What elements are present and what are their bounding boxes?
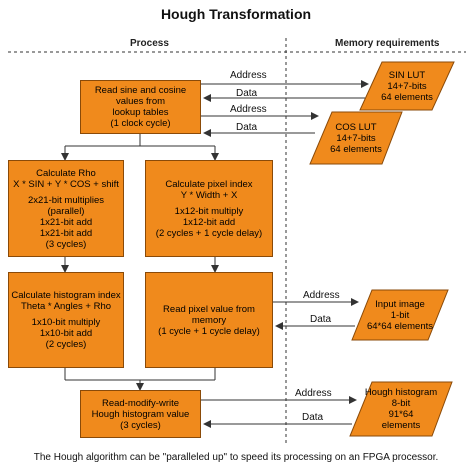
text-line: 14+7-bits bbox=[336, 132, 376, 144]
text-line: (1 cycle + 1 cycle delay) bbox=[158, 325, 260, 337]
text-line: Calculate histogram index bbox=[11, 290, 121, 301]
text-line: memory bbox=[191, 314, 227, 326]
text-line: Hough histogram bbox=[364, 387, 438, 398]
text-line: Theta * Angles + Rho bbox=[20, 301, 112, 312]
text-line: 64 elements bbox=[330, 143, 382, 155]
image-address-label: Address bbox=[303, 290, 340, 301]
text-line: 1x12-bit multiply bbox=[174, 205, 244, 217]
figure-caption: The Hough algorithm can be "paralleled u… bbox=[33, 452, 439, 463]
text-line: Input image bbox=[375, 298, 425, 310]
cos-lut-shape bbox=[309, 111, 403, 165]
histogram-data-label: Data bbox=[302, 412, 324, 423]
text-line: lookup tables bbox=[112, 107, 169, 118]
text-line: Y * Width + X bbox=[180, 189, 238, 201]
text-line: COS LUT bbox=[335, 121, 377, 133]
sin-data-label: Data bbox=[236, 88, 258, 99]
cos-data-label: Data bbox=[236, 122, 258, 133]
text-line: (2 cycles + 1 cycle delay) bbox=[155, 227, 263, 239]
text-line: 1-bit bbox=[390, 309, 410, 321]
text-line: Read sine and cosine bbox=[94, 85, 187, 96]
text-line: 1x21-bit add bbox=[39, 216, 93, 228]
text-line: (1 clock cycle) bbox=[110, 118, 171, 129]
text-line: Hough histogram value bbox=[91, 408, 190, 420]
sin-address-label: Address bbox=[230, 70, 267, 81]
text-line: 1x12-bit add bbox=[182, 216, 236, 228]
hough-histogram-shape bbox=[349, 381, 453, 437]
diagram-title: Hough Transformation bbox=[160, 6, 312, 22]
text-line: X * SIN + Y * COS + shift bbox=[13, 178, 119, 190]
text-line: 8-bit bbox=[391, 398, 411, 409]
text-line: 1x21-bit add bbox=[39, 227, 93, 239]
text-line: Read pixel value from bbox=[163, 303, 255, 315]
text-line: 1x10-bit add bbox=[39, 328, 93, 339]
text-line: 14+7-bits bbox=[387, 80, 427, 92]
text-line: (3 cycles) bbox=[45, 238, 87, 250]
cos-address-label: Address bbox=[230, 104, 267, 115]
process-column-header: Process bbox=[130, 38, 169, 49]
text-line: 64 elements bbox=[381, 91, 433, 103]
input-image-shape bbox=[351, 289, 449, 341]
text-line: Calculate pixel index bbox=[165, 178, 253, 190]
text-line: 2x21-bit multiplies (parallel) bbox=[27, 194, 105, 217]
text-line: 91*64 bbox=[388, 409, 414, 420]
histogram-address-label: Address bbox=[295, 388, 332, 399]
text-line: (2 cycles) bbox=[45, 339, 87, 350]
text-line: values from bbox=[115, 96, 166, 107]
memory-column-header: Memory requirements bbox=[335, 38, 440, 49]
text-line: (3 cycles) bbox=[120, 419, 161, 431]
text-line: Read-modify-write bbox=[101, 397, 180, 409]
text-line: Calculate Rho bbox=[36, 167, 96, 179]
sin-lut-shape bbox=[359, 61, 455, 111]
text-line: SIN LUT bbox=[388, 69, 426, 81]
image-data-label: Data bbox=[310, 314, 332, 325]
text-line: 64*64 elements bbox=[366, 320, 434, 332]
text-line: elements bbox=[381, 420, 421, 431]
text-line: 1x10-bit multiply bbox=[31, 317, 101, 328]
